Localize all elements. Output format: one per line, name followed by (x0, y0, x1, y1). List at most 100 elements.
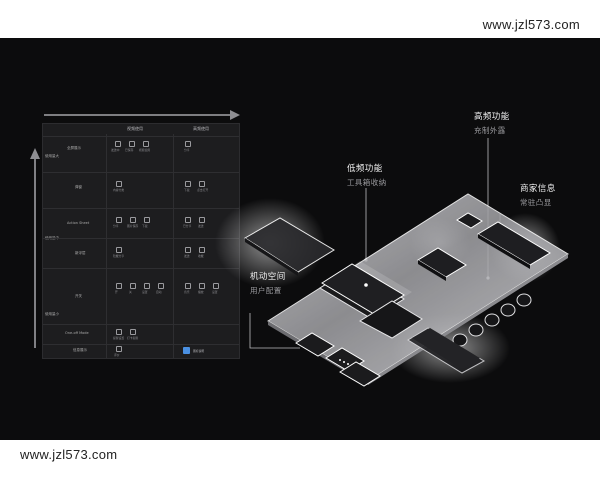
cell-text: 开 (115, 290, 118, 294)
row-label: 新浮层 (75, 251, 86, 255)
cell-text: 发送中 (111, 148, 120, 152)
toolbox-stack (319, 261, 423, 339)
star-icon (199, 247, 205, 253)
label-title: 高频功能 (474, 112, 510, 122)
label-subtitle: 用户配置 (250, 286, 282, 295)
cell-text: 已保存 (125, 148, 134, 152)
cell-text: 发送 (198, 224, 204, 228)
matrix-row: 新浮层 隐藏分享 发送 收藏 (43, 238, 239, 269)
circle-controls (452, 293, 532, 347)
plate-card-top (417, 247, 467, 281)
label-title: 商家信息 (520, 184, 556, 194)
merchant-panel (407, 327, 486, 374)
toggle-icon (116, 283, 122, 289)
cell-text: 发送 (184, 254, 190, 258)
cloud-icon (129, 141, 135, 147)
column-header-high: 高频使用 (193, 126, 209, 131)
watermark-top: www.jzl573.com (472, 12, 590, 38)
matrix-row: 弹窗 内容分类 下载 点击打开 (43, 172, 239, 201)
label-title: 低频功能 (347, 164, 383, 174)
watermark-bottom: www.jzl573.com (10, 442, 128, 468)
matrix-row: Action Sheet 分享 图片保存 下载 已分享 发送 (43, 208, 239, 239)
send-icon (185, 247, 191, 253)
plate-cards-bottom (295, 332, 381, 387)
cell-text: 下载 (184, 188, 190, 192)
frequency-high-label: 使用量大 (45, 154, 59, 158)
cell-text: 自动 (156, 290, 162, 294)
matrix-row: 全屏展示 发送中 已保存 视频使用 分享 (43, 136, 239, 159)
play-icon (199, 283, 205, 289)
settings-icon (213, 283, 219, 289)
cell-text: 视频使用 (139, 148, 151, 152)
chat-icon (116, 217, 122, 223)
horizontal-arrowhead (230, 110, 240, 120)
save-icon (143, 141, 149, 147)
matrix-row: 信息展示 评价 图标说明 (43, 344, 239, 359)
rating-icon (116, 346, 122, 352)
floating-card-left (244, 217, 335, 276)
cell-text: 音乐 (184, 290, 190, 294)
phone-icon (199, 181, 205, 187)
isometric-illustration (215, 138, 569, 387)
share-icon (185, 141, 191, 147)
label-subtitle: 工具箱收纳 (347, 178, 387, 187)
checkin-icon (130, 329, 136, 335)
frequency-low-label: 使用量小 (45, 312, 59, 316)
row-label: 信息展示 (73, 348, 87, 352)
download-icon (144, 217, 150, 223)
label-low-frequency: 低频功能 工具箱收纳 (347, 162, 387, 188)
row-label: 全屏展示 (67, 146, 81, 150)
send-icon (199, 217, 205, 223)
connector-line (249, 313, 300, 349)
layers-icon (116, 181, 122, 187)
bell-icon (116, 329, 122, 335)
auto-icon (158, 283, 164, 289)
function-matrix: 视频使用 高频使用 使用量大 使用量中 使用量小 全屏展示 发送中 已保存 视频… (42, 123, 240, 359)
axis-arrows (30, 110, 240, 348)
label-merchant-info: 商家信息 常驻凸显 (520, 182, 556, 208)
hide-icon (116, 247, 122, 253)
cell-text: 下载 (142, 224, 148, 228)
cell-text: 图标说明 (193, 349, 205, 353)
cell-text: 内容分类 (113, 188, 125, 192)
cell-text: 播放 (198, 290, 204, 294)
label-subtitle: 常驻凸显 (520, 198, 552, 207)
label-subtitle: 充制外露 (474, 126, 506, 135)
settings-icon (144, 283, 150, 289)
column-divider (106, 134, 107, 358)
cell-text: 评价 (114, 353, 120, 357)
diagram-stage: 视频使用 高频使用 使用量大 使用量中 使用量小 全屏展示 发送中 已保存 视频… (0, 38, 600, 440)
cell-text: 关 (129, 290, 132, 294)
cell-text: 收藏 (198, 254, 204, 258)
music-icon (185, 283, 191, 289)
matrix-row: 开关 开 关 设置 自动 音乐 播放 设置 (43, 268, 239, 325)
cell-text: 分享 (113, 224, 119, 228)
info-thumbnail (183, 347, 190, 354)
matrix-row: One-off Mode 提醒设置 打卡提醒 (43, 324, 239, 345)
download-icon (185, 181, 191, 187)
cell-text: 分享 (184, 148, 190, 152)
cell-text: 点击打开 (197, 188, 209, 192)
cell-text: 隐藏分享 (113, 254, 125, 258)
cell-text: 提醒设置 (113, 336, 125, 340)
image-icon (130, 217, 136, 223)
high-frequency-buttons (456, 212, 551, 269)
cell-text: 设置 (212, 290, 218, 294)
cell-text: 打卡提醒 (127, 336, 139, 340)
cell-text: 图片保存 (127, 224, 139, 228)
label-mobile-space: 机动空间 用户配置 (250, 270, 286, 296)
label-title: 机动空间 (250, 272, 286, 282)
row-label: 弹窗 (75, 185, 82, 189)
cell-text: 设置 (142, 290, 148, 294)
column-divider (173, 134, 174, 358)
toggle-icon (130, 283, 136, 289)
vertical-arrowhead (30, 148, 40, 159)
dash-icon (115, 141, 121, 147)
cell-text: 已分享 (183, 224, 192, 228)
label-high-frequency: 高频功能 充制外露 (474, 110, 510, 136)
row-label: One-off Mode (65, 331, 89, 335)
row-label: Action Sheet (67, 221, 90, 225)
share-icon (185, 217, 191, 223)
row-label: 开关 (75, 294, 82, 298)
column-header-video: 视频使用 (127, 126, 143, 131)
